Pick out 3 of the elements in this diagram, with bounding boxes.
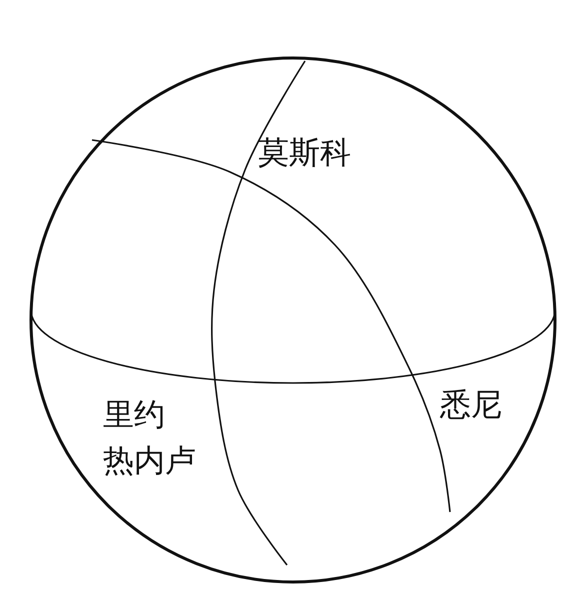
- place-label: 莫斯科: [258, 134, 351, 173]
- place-label: 里约热内卢: [103, 396, 196, 481]
- place-label: 悉尼: [440, 386, 502, 425]
